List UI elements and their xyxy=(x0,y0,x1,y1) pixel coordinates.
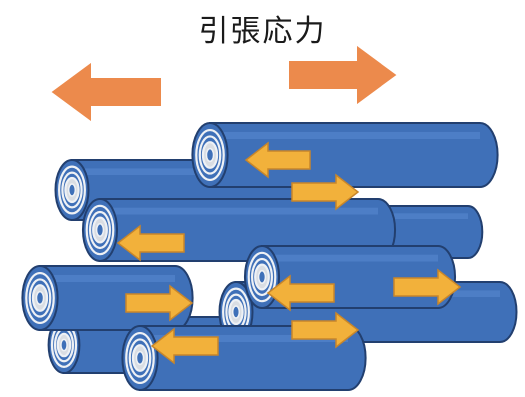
arrow-left-icon xyxy=(266,274,335,312)
arrow-right-icon xyxy=(125,284,194,322)
fiber-ring xyxy=(61,171,83,209)
fiber-core xyxy=(35,290,45,306)
fiber-ring xyxy=(247,251,277,303)
fiber-core xyxy=(67,183,77,197)
fiber-core xyxy=(95,223,105,237)
fiber-highlight xyxy=(140,334,348,342)
fiber-cylinder xyxy=(191,122,499,188)
arrow-right-icon xyxy=(291,173,360,211)
fiber-ring xyxy=(58,165,86,215)
arrow-right-icon xyxy=(393,268,462,306)
fiber-cylinder xyxy=(21,265,194,331)
fiber-ring xyxy=(85,204,115,256)
fiber-ring xyxy=(125,331,155,385)
diagram-title: 引張応力 xyxy=(198,14,327,49)
fiber-ring xyxy=(28,278,52,318)
fiber-core xyxy=(257,270,267,284)
fiber-ring xyxy=(195,128,225,182)
fiber-ring xyxy=(198,135,222,175)
fiber-highlight xyxy=(360,213,468,219)
fiber-ring xyxy=(251,257,273,297)
arrow-left-icon xyxy=(116,224,185,262)
fiber-highlight xyxy=(40,274,175,282)
tension-arrows xyxy=(48,42,400,125)
fiber-ring xyxy=(89,210,111,250)
fiber-ring xyxy=(25,271,55,325)
arrow-right-icon xyxy=(287,42,400,108)
fiber-core xyxy=(135,350,145,366)
arrow-left-icon xyxy=(150,327,219,365)
arrow-left-icon xyxy=(48,59,163,125)
internal-stress-arrows xyxy=(116,141,462,365)
arrow-left-icon xyxy=(244,141,311,179)
fiber-highlight xyxy=(210,131,480,139)
arrow-right-icon xyxy=(291,311,360,349)
fiber-highlight xyxy=(262,254,438,262)
fiber-core xyxy=(231,305,241,319)
fiber-core xyxy=(60,338,68,352)
fiber-core xyxy=(205,147,215,163)
fiber-highlight xyxy=(100,207,378,215)
fiber-ring xyxy=(128,338,152,378)
